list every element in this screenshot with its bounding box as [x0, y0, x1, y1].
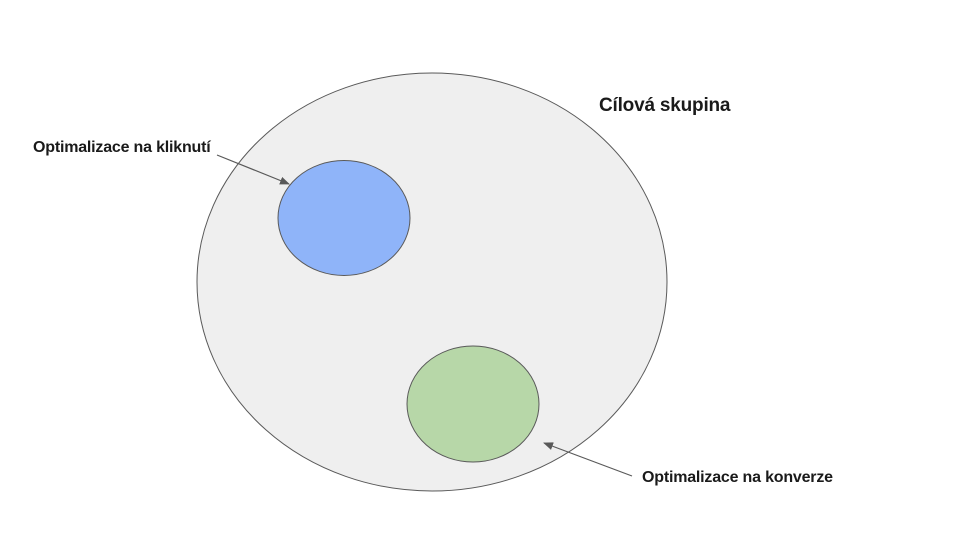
target-group-label: Cílová skupina	[599, 95, 731, 116]
click-optimization-label: Optimalizace na kliknutí	[33, 139, 211, 156]
click-optimization-ellipse	[277, 160, 411, 276]
click-optimization-arrow	[216, 154, 290, 185]
conversion-optimization-arrow	[543, 442, 633, 477]
conversion-optimization-label: Optimalizace na konverze	[642, 469, 833, 486]
conversion-optimization-ellipse	[406, 345, 540, 463]
